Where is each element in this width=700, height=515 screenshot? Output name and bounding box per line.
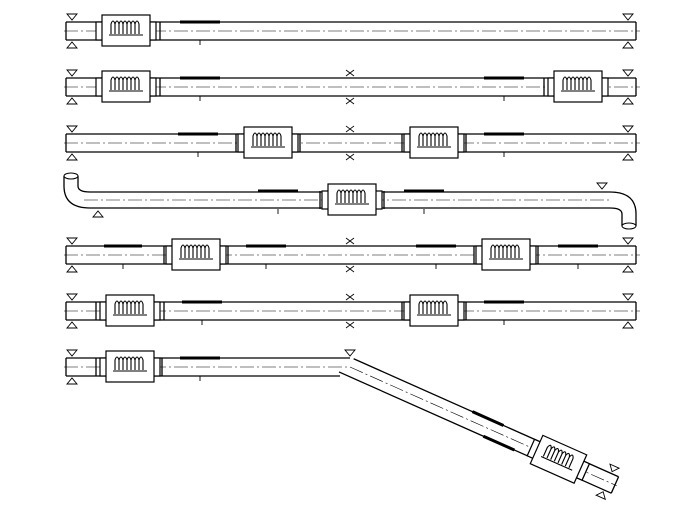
bellows-compensator-icon xyxy=(237,126,299,159)
triangle-anchor-icon xyxy=(622,237,634,245)
scheme-row-7 xyxy=(64,349,620,500)
triangle-anchor-icon xyxy=(66,293,78,301)
triangle-anchor-icon xyxy=(622,153,634,161)
bellows-compensator-icon xyxy=(165,238,227,271)
bellows-compensator-icon xyxy=(321,183,383,216)
right-bend-end-cap xyxy=(621,222,637,230)
triangle-anchor-icon xyxy=(622,13,634,21)
bar-support-icon xyxy=(182,300,222,304)
bellows-compensator-icon xyxy=(524,432,593,487)
bar-support-icon xyxy=(246,244,286,248)
bellows-compensator-icon xyxy=(403,294,465,327)
bar-support-icon xyxy=(482,434,516,452)
bar-support-icon xyxy=(484,300,524,304)
bar-support-icon xyxy=(258,189,298,193)
triangle-anchor-icon xyxy=(622,321,634,329)
bellows-compensator-icon xyxy=(99,350,161,383)
scheme-row-6 xyxy=(64,293,640,329)
triangle-anchor-icon xyxy=(622,293,634,301)
triangle-anchor-icon xyxy=(622,125,634,133)
triangle-anchor-icon xyxy=(92,210,104,218)
triangle-anchor-icon xyxy=(622,41,634,49)
bellows-compensator-icon xyxy=(99,294,161,327)
triangle-anchor-icon xyxy=(66,69,78,77)
scheme-row-3 xyxy=(64,125,640,161)
scheme-row-5 xyxy=(64,237,640,273)
bar-support-icon xyxy=(404,189,444,193)
triangle-anchor-icon xyxy=(66,377,78,385)
bellows-compensator-icon xyxy=(475,238,537,271)
triangle-anchor-icon xyxy=(66,125,78,133)
bellows-compensator-icon xyxy=(547,70,609,103)
bar-support-icon xyxy=(484,76,524,80)
triangle-anchor-icon xyxy=(622,265,634,273)
bar-support-icon xyxy=(471,410,505,427)
bellows-compensator-icon xyxy=(403,126,465,159)
triangle-anchor-icon xyxy=(344,349,356,357)
triangle-anchor-icon xyxy=(66,41,78,49)
bar-support-icon xyxy=(180,20,220,24)
bar-support-icon xyxy=(104,244,142,248)
triangle-anchor-icon xyxy=(66,265,78,273)
bar-support-icon xyxy=(416,244,456,248)
triangle-anchor-icon xyxy=(622,69,634,77)
triangle-anchor-icon xyxy=(66,97,78,105)
triangle-anchor-icon xyxy=(622,97,634,105)
triangle-anchor-icon xyxy=(66,13,78,21)
triangle-anchor-icon xyxy=(66,321,78,329)
bar-support-icon xyxy=(180,356,220,360)
triangle-anchor-icon xyxy=(66,237,78,245)
bar-support-icon xyxy=(180,76,220,80)
bellows-compensator-icon xyxy=(95,70,157,103)
scheme-row-2 xyxy=(64,69,640,105)
bar-support-icon xyxy=(558,244,598,248)
bar-support-icon xyxy=(484,132,524,136)
scheme-row-4 xyxy=(63,172,637,230)
bar-support-icon xyxy=(178,132,218,136)
left-bend-end-cap xyxy=(63,172,79,180)
triangle-anchor-icon xyxy=(66,153,78,161)
triangle-anchor-icon xyxy=(66,349,78,357)
bellows-compensator-icon xyxy=(95,14,157,47)
triangle-anchor-icon xyxy=(596,182,608,190)
scheme-row-1 xyxy=(64,13,640,49)
